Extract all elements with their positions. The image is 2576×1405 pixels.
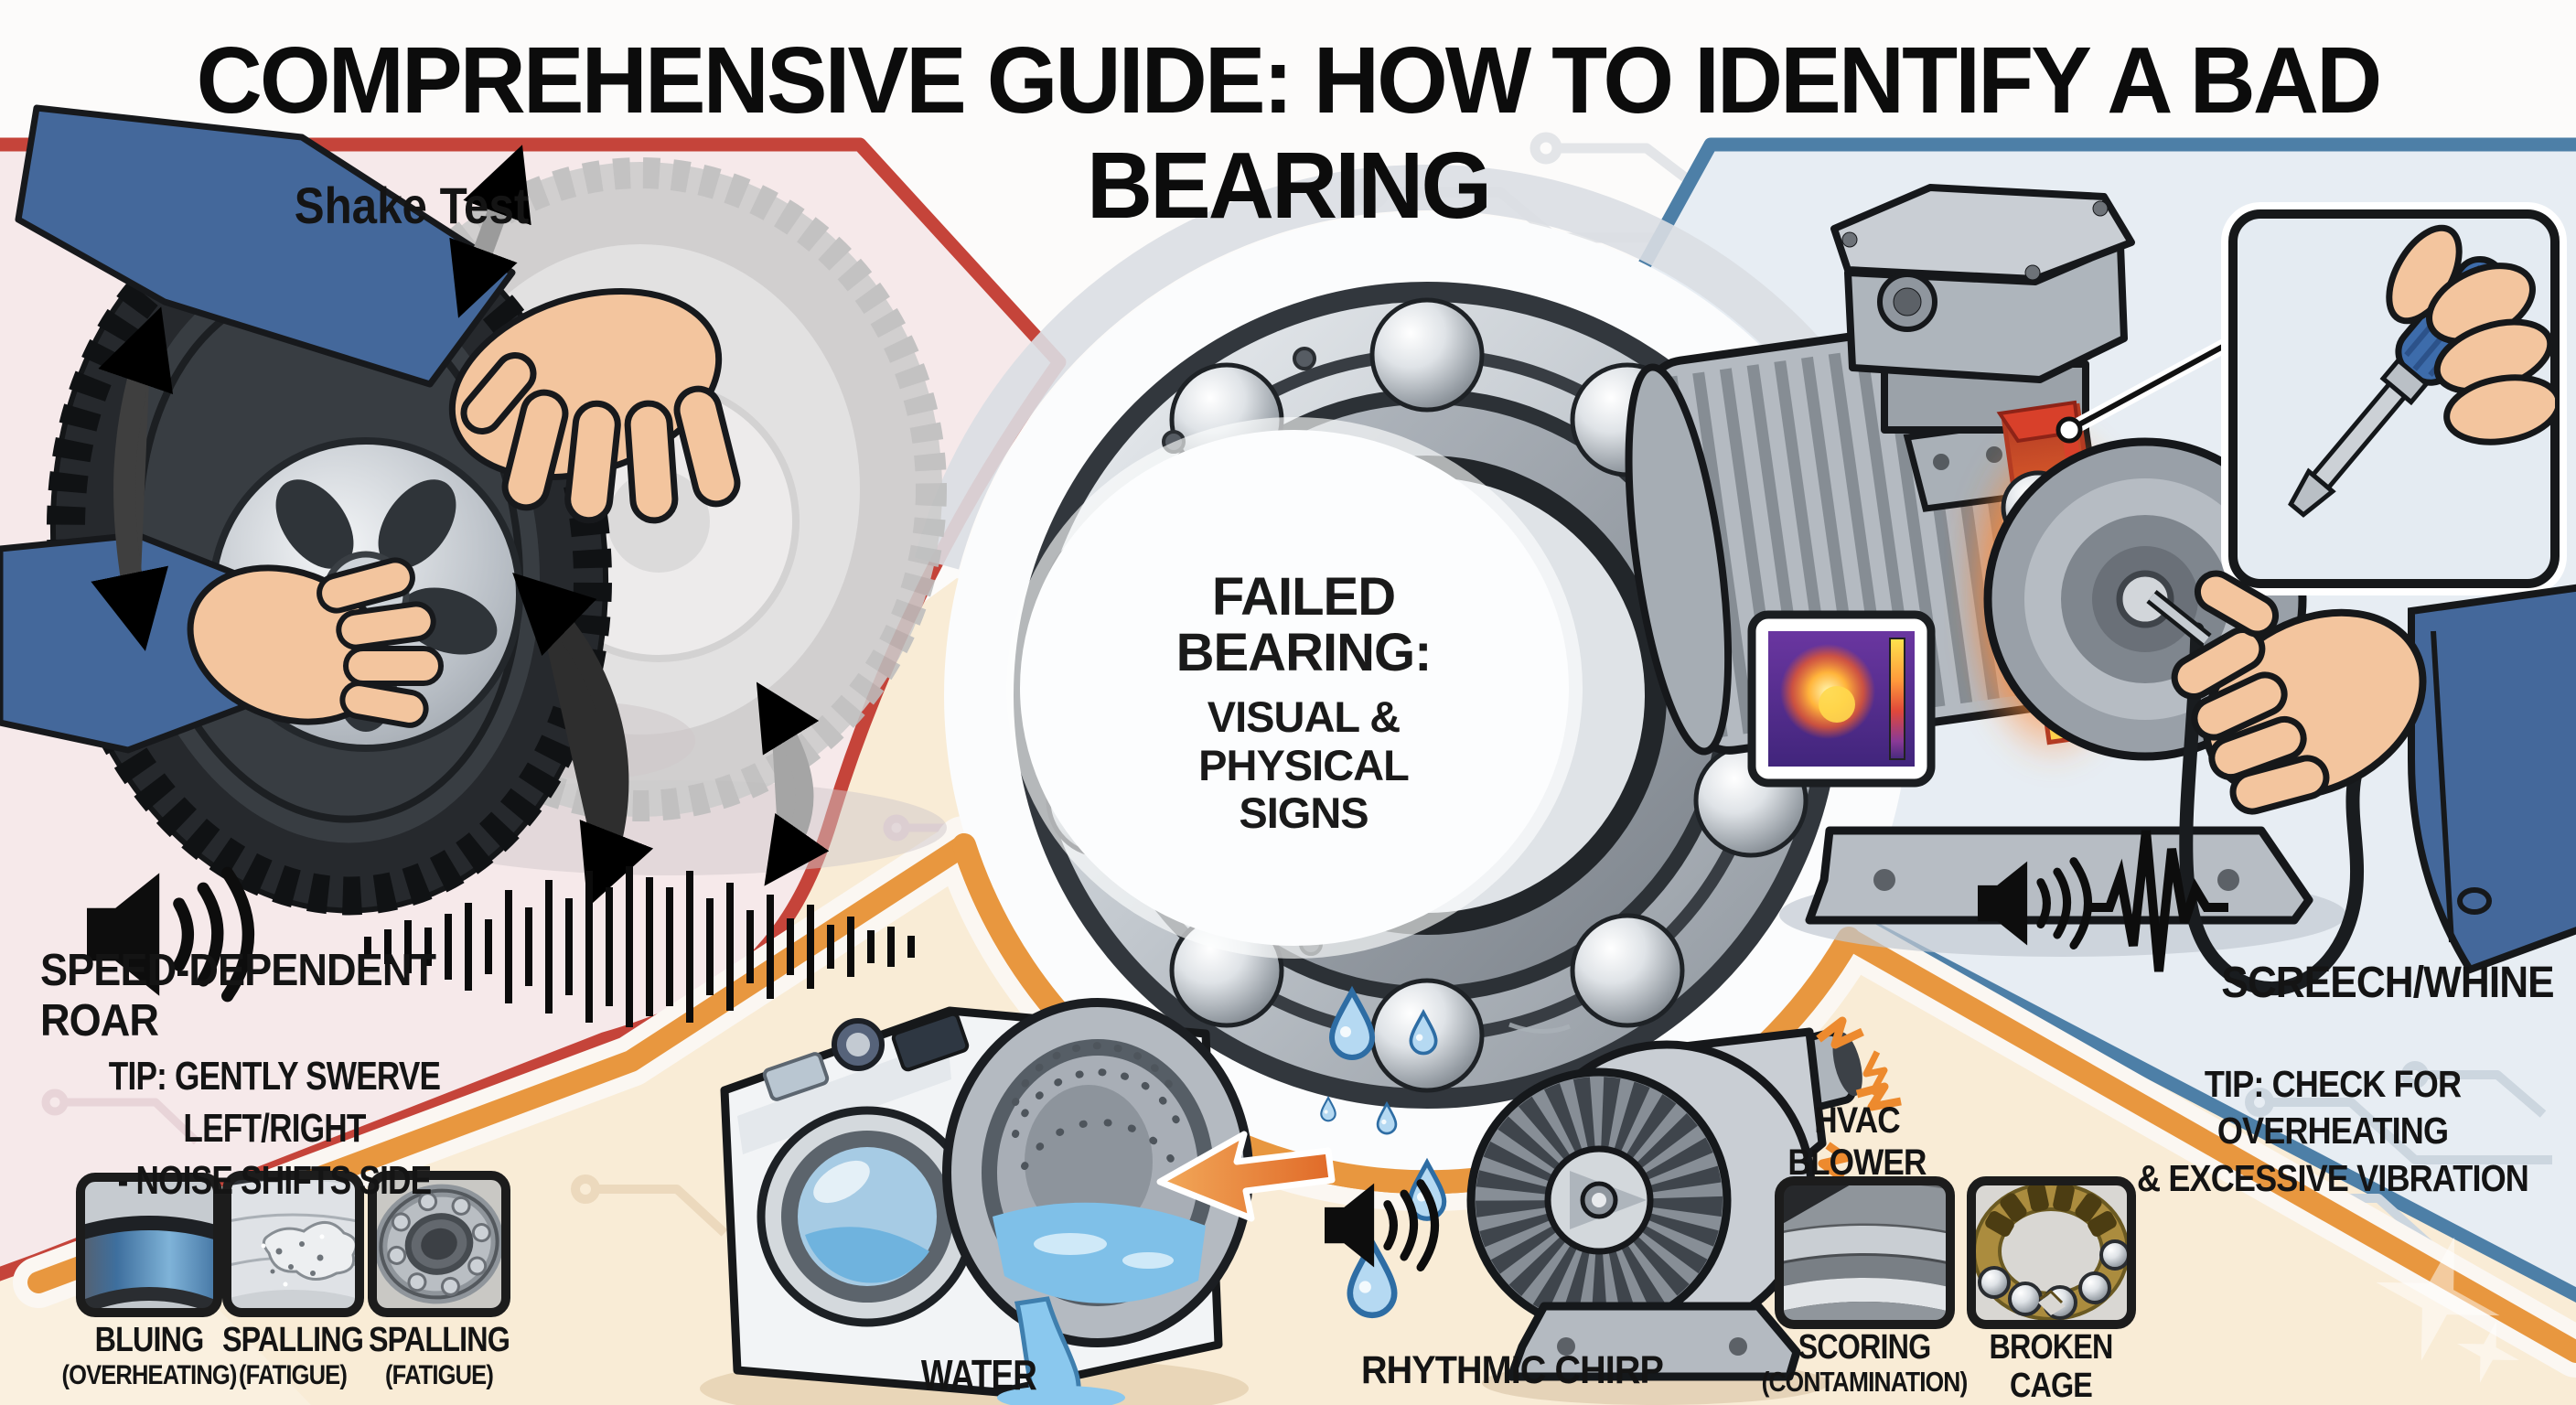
stethoscope-hand — [2146, 570, 2576, 996]
speed-dependent-roar-label: SPEED-DEPENDENT ROAR — [40, 946, 436, 1046]
motor-junction-box — [1830, 184, 2135, 434]
thumb-sub-spalling-1: (FATIGUE) — [239, 1360, 348, 1390]
washer-control-screen — [891, 1012, 970, 1072]
blower-base — [1507, 1302, 1801, 1381]
shake-test-heading: Shake Test — [294, 177, 530, 234]
water-leak-caption: WATER LEAK/CONTAMINATION — [794, 1351, 1164, 1405]
washing-machine-illustration — [700, 992, 1444, 1405]
leader-line — [2055, 329, 2245, 444]
thumb-label-broken: BROKEN — [1989, 1328, 2114, 1367]
thumb-label-bluing: BLUING — [94, 1321, 205, 1359]
washer-open-drum — [942, 998, 1253, 1405]
probe-cable — [2179, 622, 2371, 996]
thumb-sub-broken: CAGE — [2010, 1367, 2093, 1405]
thermal-image — [1747, 610, 1936, 788]
thumbnail-bluing — [76, 1173, 222, 1317]
thumb-sub-spalling-2: (FATIGUE) — [385, 1360, 494, 1390]
orange-arrow-icon — [1156, 1131, 1336, 1222]
double-arrow-icons — [91, 145, 830, 908]
thumb-label-spalling-1: SPALLING — [221, 1321, 364, 1359]
thumbnail-scoring — [1775, 1176, 1955, 1329]
thumb-sub-scoring: (CONTAMINATION) — [1761, 1366, 1969, 1398]
thumb-label-spalling-2: SPALLING — [368, 1321, 510, 1359]
washer-display — [762, 1052, 830, 1101]
shake-test-tip: TIP: GENTLY SWERVE LEFT/RIGHT - NOISE SH… — [108, 1054, 441, 1204]
screwdriver-inset — [2221, 202, 2567, 595]
thumb-label-scoring: SCORING — [1798, 1328, 1932, 1367]
blower-wheel — [1466, 1067, 1732, 1333]
electric-motor-illustration — [1625, 184, 2576, 996]
vibration-zigzag-icon — [2088, 830, 2228, 972]
bearing-text-area — [1020, 430, 1569, 946]
thumbnail-spalling-race — [222, 1171, 364, 1317]
chirp-marks-icon — [1816, 1016, 1902, 1182]
screech-whine-label: SCREECH/WHINE — [2221, 959, 2554, 1007]
rhythmic-chirp-caption: RHYTHMIC CHIRP — [1361, 1348, 1664, 1392]
watermark-icon — [2376, 1237, 2519, 1383]
hvac-blower-illustration — [1325, 1016, 1902, 1405]
inset-hand — [2386, 224, 2555, 445]
failed-bearing-subheading: VISUAL & PHYSICAL SIGNS — [1198, 692, 1410, 838]
motor-tip: TIP: CHECK FOR OVERHEATING & EXCESSIVE V… — [2137, 1063, 2529, 1199]
thermal-color-bar — [1889, 638, 1905, 760]
hand-top — [15, 104, 741, 524]
sleeve — [2408, 584, 2576, 974]
waveform-icon — [364, 866, 915, 1027]
thumb-sub-bluing: (OVERHEATING) — [61, 1360, 237, 1390]
hand-bottom — [0, 531, 444, 754]
shake-test-illustration — [0, 104, 947, 1027]
hvac-blower-label: HVAC BLOWER — [1787, 1100, 1927, 1183]
thumbnail-spalling-bearing — [368, 1171, 510, 1317]
page-title: COMPREHENSIVE GUIDE: HOW TO IDENTIFY A B… — [196, 27, 2383, 239]
thumbnail-broken-cage — [1967, 1176, 2136, 1329]
washer-porthole — [757, 1106, 978, 1327]
failed-bearing-heading: FAILED BEARING: — [1175, 567, 1433, 683]
